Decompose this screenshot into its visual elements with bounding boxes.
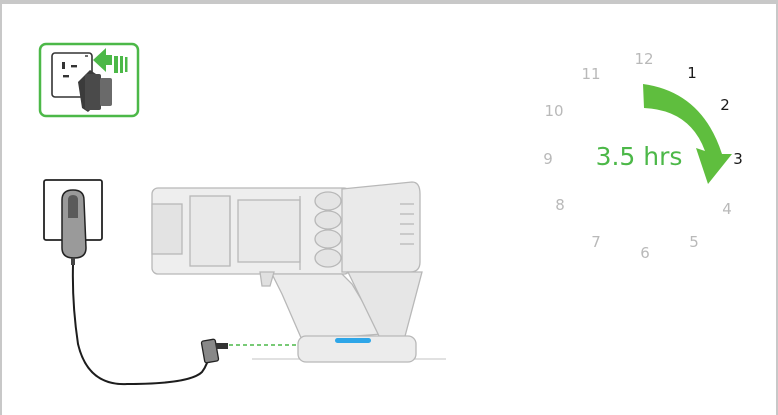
charging-diagram: 12 1 2 3 4 5 6 7 8 9 10 11 3.5 hrs bbox=[38, 42, 743, 386]
charger-connector-icon bbox=[200, 338, 228, 364]
charging-time-arrow-icon bbox=[643, 84, 732, 184]
charger-adapter-icon bbox=[61, 189, 87, 265]
clock-face: 12 1 2 3 4 5 6 7 8 9 10 11 bbox=[543, 50, 743, 262]
clock-hour-2: 2 bbox=[720, 96, 730, 114]
charging-led bbox=[335, 338, 371, 343]
clock-hour-1: 1 bbox=[687, 64, 697, 82]
charger-cable bbox=[71, 264, 210, 386]
clock-hour-11: 11 bbox=[581, 65, 600, 83]
clock-hour-12: 12 bbox=[634, 50, 653, 68]
clock-hour-7: 7 bbox=[591, 233, 601, 251]
charging-duration-label: 3.5 hrs bbox=[596, 142, 683, 171]
clock-hour-8: 8 bbox=[555, 196, 565, 214]
clock-hour-4: 4 bbox=[722, 200, 732, 218]
clock-hour-6: 6 bbox=[640, 244, 650, 262]
handheld-vacuum-icon bbox=[151, 181, 446, 363]
wall-socket-plug-in-icon bbox=[38, 42, 140, 118]
clock-hour-5: 5 bbox=[689, 233, 699, 251]
clock-hour-9: 9 bbox=[543, 150, 553, 168]
clock-hour-10: 10 bbox=[544, 102, 563, 120]
clock-hour-3: 3 bbox=[733, 150, 743, 168]
